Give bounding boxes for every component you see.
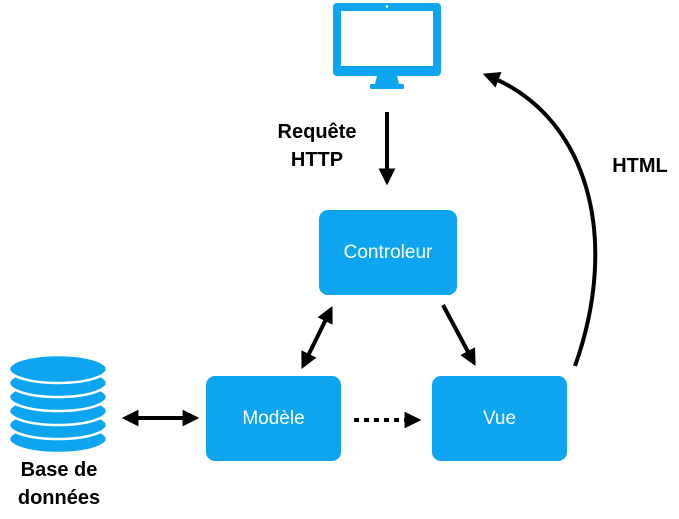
requete-line-2: HTTP (290, 149, 344, 171)
html-label: HTML (612, 155, 668, 177)
requete-http-label: Requête HTTP (262, 118, 372, 174)
controleur-modele-arrow (301, 305, 333, 370)
requete-line-1: Requête (277, 121, 357, 143)
html-response-arrow (482, 71, 598, 367)
database-label: Base de données (0, 456, 118, 512)
controleur-label: Controleur (343, 241, 433, 263)
controleur-vue-arrow (441, 304, 476, 366)
modele-label: Modèle (242, 407, 305, 429)
database-icon (7, 353, 109, 455)
database-line-1: Base de (20, 459, 98, 481)
controleur-box: Controleur (319, 210, 457, 295)
vue-label: Vue (482, 407, 517, 429)
modele-box: Modèle (206, 376, 341, 461)
database-line-2: données (17, 487, 101, 509)
vue-box: Vue (432, 376, 567, 461)
computer-monitor-icon (333, 3, 441, 89)
